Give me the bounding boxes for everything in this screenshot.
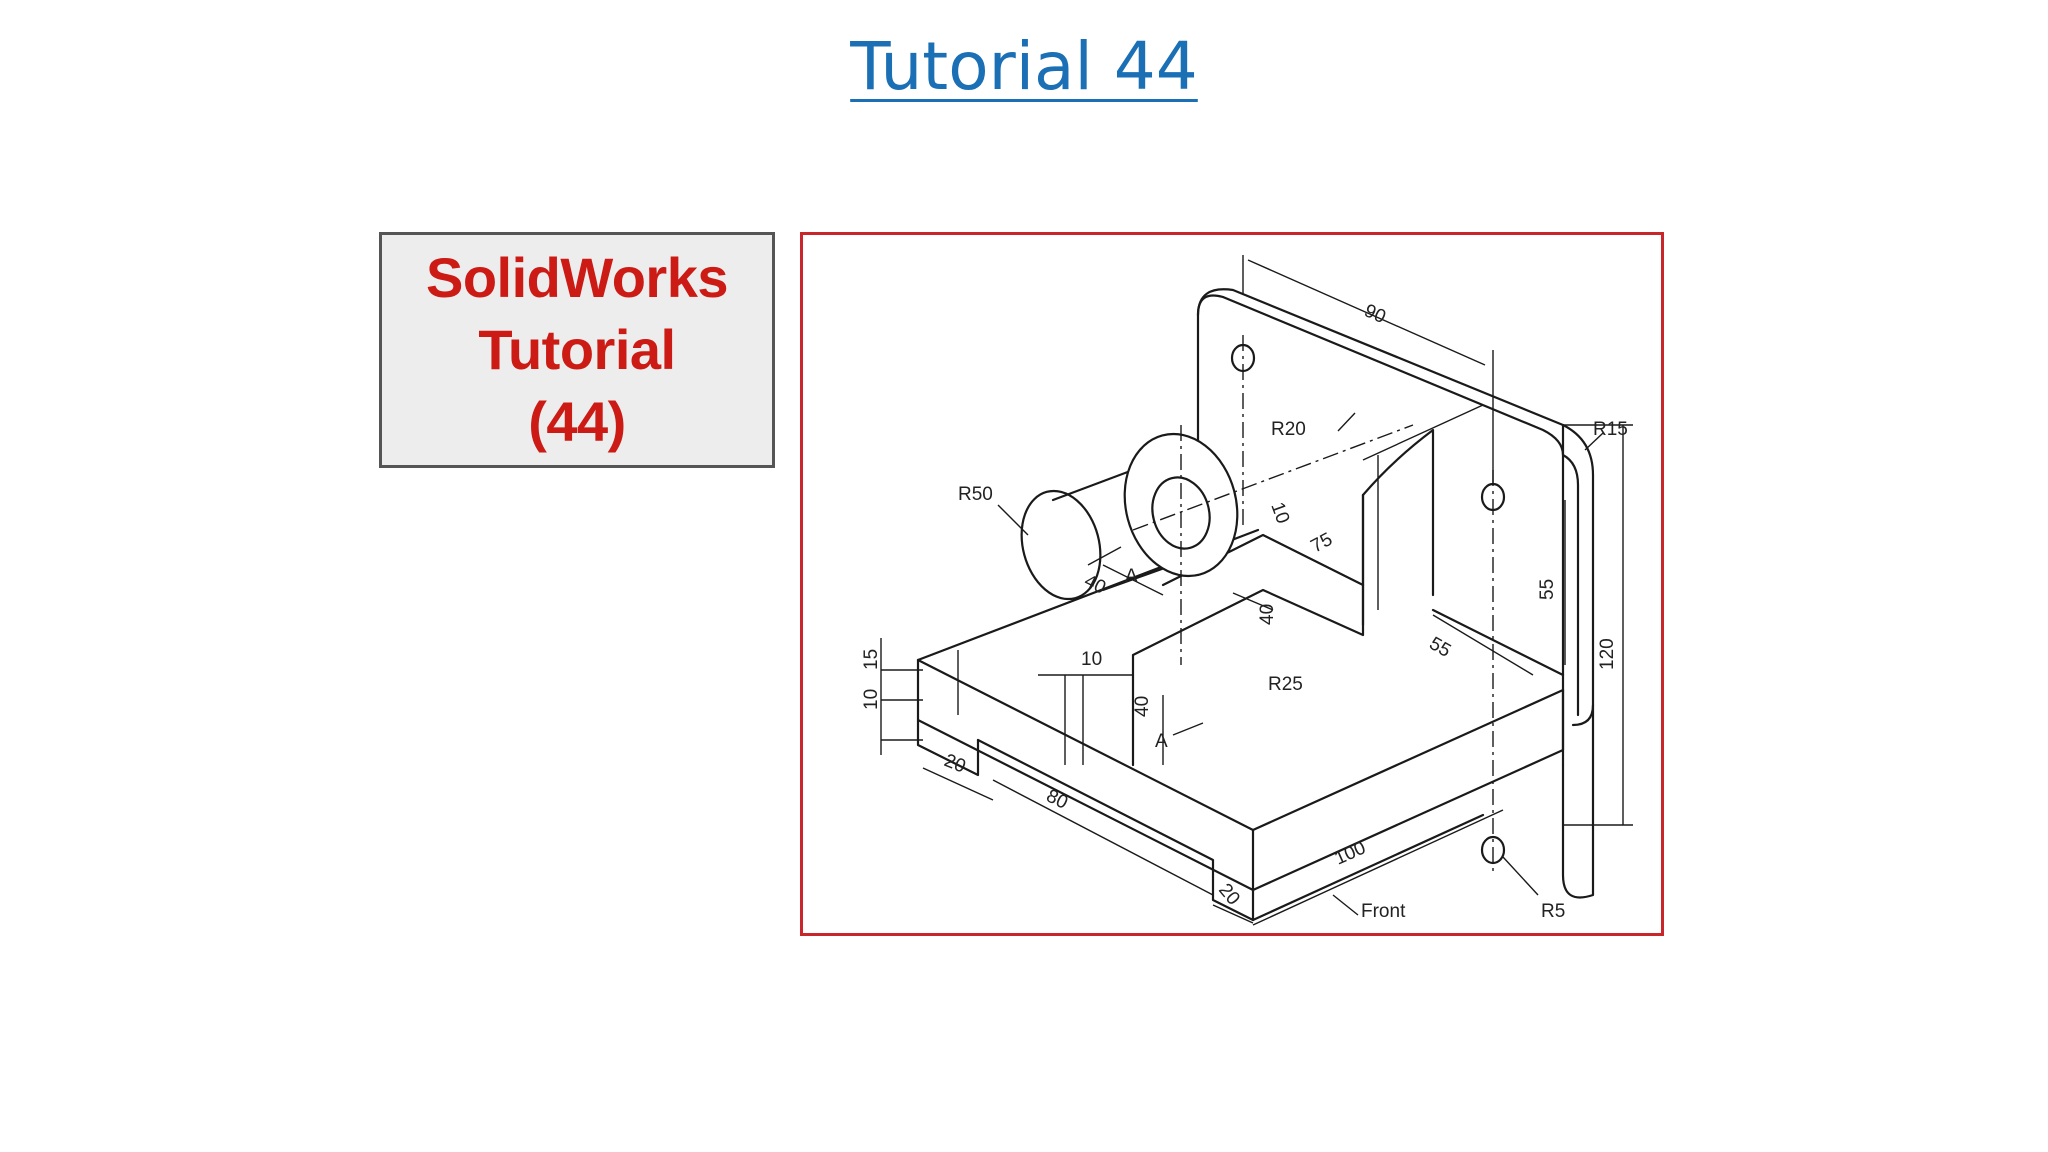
base-top — [916, 528, 1565, 832]
rib-curve — [1361, 428, 1435, 597]
slide-title: Tutorial 44 — [0, 28, 2048, 105]
dim-10-mid: 10 — [1081, 649, 1102, 670]
dim-line-80 — [992, 779, 1214, 896]
base-back-line — [1431, 608, 1565, 677]
base-front-face — [916, 658, 1255, 892]
back-plate-outline — [1196, 288, 1595, 727]
dim-r50: R50 — [958, 484, 993, 505]
badge-line-3: (44) — [528, 390, 626, 453]
leader-r5 — [1502, 856, 1539, 896]
dim-r25: R25 — [1268, 674, 1303, 695]
dim-10-left: 10 — [861, 689, 882, 710]
leader-r15 — [1584, 432, 1604, 451]
back-plate-bottom — [1561, 703, 1595, 899]
dim-r5: R5 — [1541, 901, 1565, 922]
dim-a-top: A — [1125, 566, 1138, 587]
badge-line-1: SolidWorks — [425, 246, 729, 309]
leader-front — [1332, 894, 1359, 916]
dim-line-20-bottom — [1212, 904, 1254, 924]
isometric-drawing: 90 R15 R20 R50 10 75 55 120 40 40 A A 55… — [861, 255, 1633, 926]
dim-15: 15 — [861, 649, 882, 670]
dim-20-left: 20 — [941, 750, 968, 777]
dim-r20: R20 — [1271, 419, 1306, 440]
dim-front: Front — [1361, 901, 1406, 922]
base-right-face — [1251, 688, 1565, 892]
dim-75: 75 — [1307, 529, 1336, 557]
dim-line-100 — [1252, 809, 1504, 926]
base-step — [916, 718, 980, 777]
leader-r25 — [1232, 592, 1274, 611]
dim-line-75 — [1362, 404, 1484, 461]
back-plate-inner-top — [1221, 295, 1565, 457]
base-bottom-right — [1251, 813, 1485, 922]
dim-55-right: 55 — [1537, 579, 1558, 600]
dim-a-bottom: A — [1155, 731, 1168, 752]
technical-drawing-frame: 90 R15 R20 R50 10 75 55 120 40 40 A A 55… — [800, 232, 1664, 936]
support-block — [1131, 493, 1365, 767]
cylinder-bore — [1151, 476, 1211, 550]
dim-r15: R15 — [1593, 419, 1628, 440]
leader-a-bottom — [1172, 722, 1204, 736]
leader-r50 — [997, 504, 1029, 536]
dim-120: 120 — [1597, 638, 1618, 670]
dim-80: 80 — [1043, 786, 1071, 814]
dim-line-55-floor — [1432, 614, 1534, 676]
cylinder-back — [1020, 489, 1102, 601]
dim-line-90 — [1247, 259, 1486, 366]
leader-a-top — [1087, 546, 1122, 566]
dim-100: 100 — [1331, 837, 1369, 869]
dim-40-low: 40 — [1132, 696, 1153, 717]
back-plate-front-edge — [1196, 294, 1225, 317]
dim-40-vert: 40 — [1257, 604, 1278, 625]
tutorial-badge: SolidWorks Tutorial (44) — [379, 232, 775, 468]
dim-10-top: 10 — [1266, 500, 1293, 527]
dim-55-floor: 55 — [1426, 633, 1455, 662]
dim-line-20-left — [922, 767, 994, 801]
base-notch — [976, 738, 1255, 922]
centerline-axis — [1132, 424, 1414, 531]
badge-line-2: Tutorial — [478, 318, 676, 381]
leader-r20 — [1337, 412, 1356, 432]
dim-line-40-boss — [1102, 564, 1164, 596]
dim-90: 90 — [1361, 300, 1389, 328]
title-link[interactable]: Tutorial 44 — [850, 28, 1198, 105]
